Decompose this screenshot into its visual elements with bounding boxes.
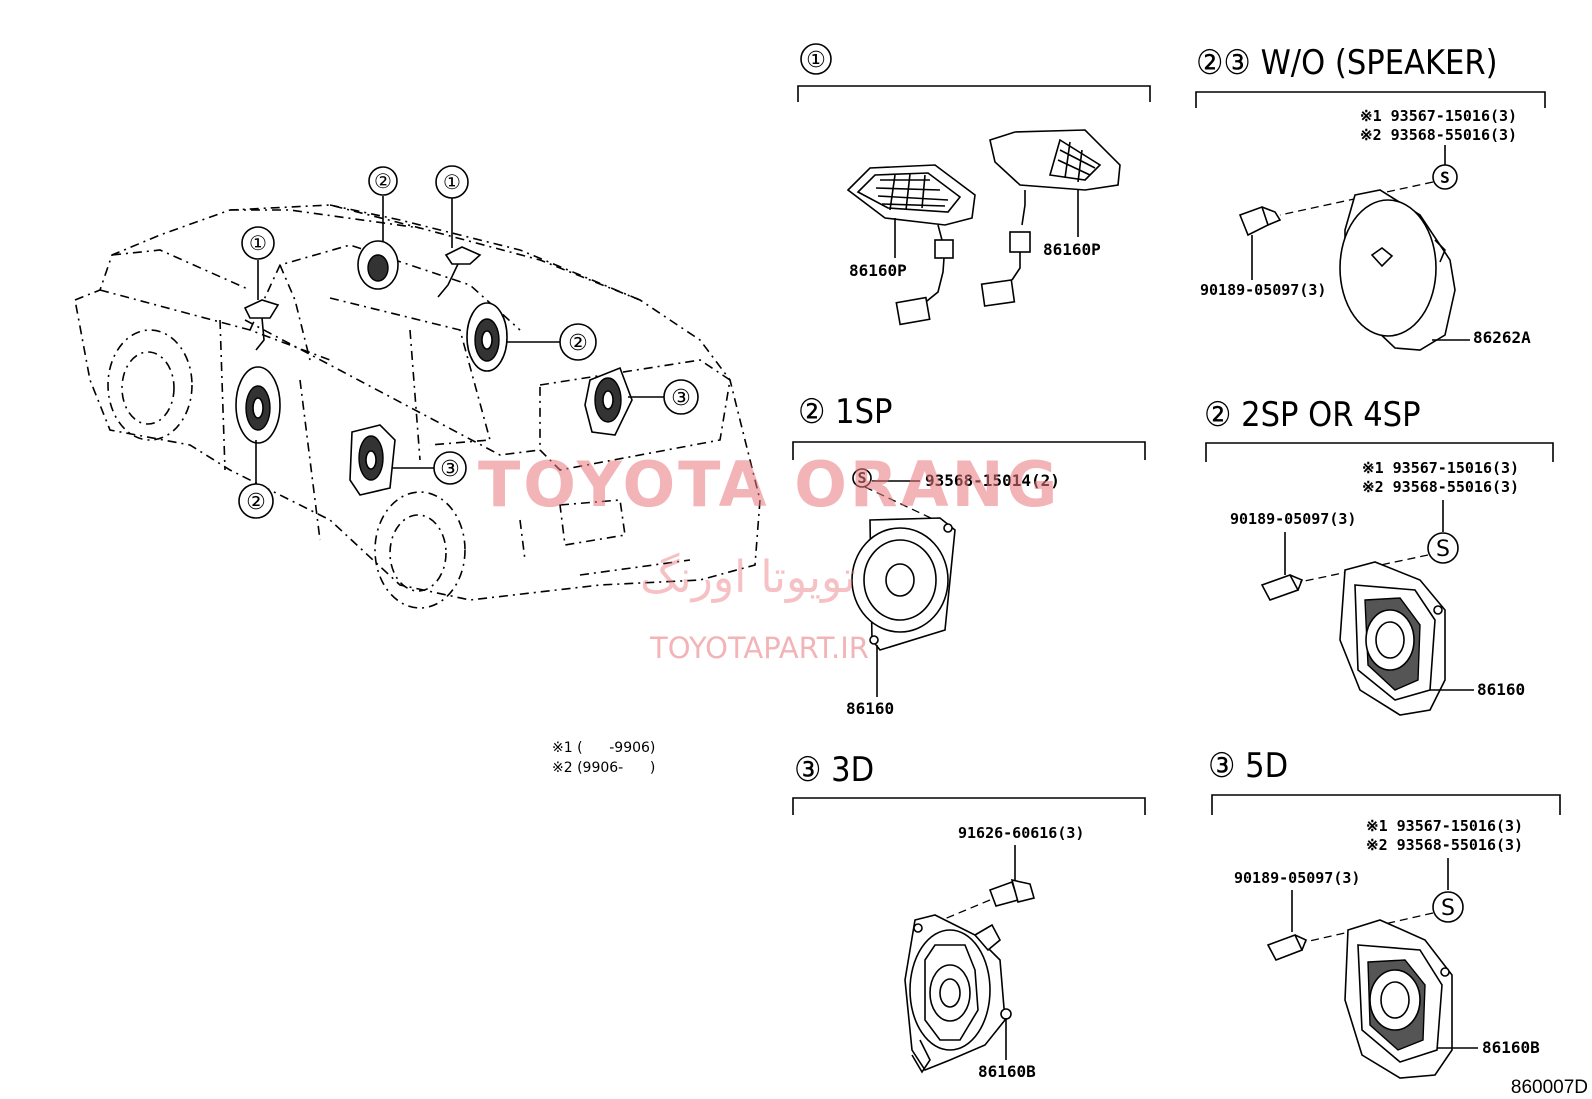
overview-speaker-rear-door xyxy=(349,424,396,496)
speaker-86160-1sp xyxy=(851,517,956,651)
part-86160-1sp: 86160 xyxy=(846,699,894,718)
section-a-note-2: ※2 93568-55016(3) xyxy=(1360,126,1517,144)
section-3-3d: ③ 3D 91626-60616(3) 86160B xyxy=(792,750,1146,1081)
section-3-5d: ③ 5D ※1 93567-15016(3) ※2 93568-55016(3)… xyxy=(1208,746,1561,1079)
section-1-title: ① xyxy=(806,48,826,73)
section-2-2sp-title: ② 2SP OR 4SP xyxy=(1204,395,1421,435)
clip-90189-c xyxy=(1260,574,1304,601)
part-93568-15014: 93568-15014(2) xyxy=(925,471,1060,490)
callout-3-quarter: ③ xyxy=(671,386,691,411)
bolt-91626 xyxy=(988,878,1035,907)
section-2-1sp: ② 1SP S 93568-15014(2) 86160 xyxy=(792,392,1146,718)
speaker-86160B-3d xyxy=(904,914,1012,1074)
part-86160-2sp: 86160 xyxy=(1477,680,1525,699)
vehicle-overview: ① ① ② ② ③ ③ ② xyxy=(74,165,761,609)
screw-symbol-a: S xyxy=(1440,168,1450,187)
overview-tweeter-b xyxy=(437,246,482,298)
note-2: ※2 (9906- ) xyxy=(552,760,655,776)
screw-symbol-c: S xyxy=(1436,537,1450,562)
overview-tweeter-a xyxy=(243,299,280,351)
callout-1-front: ① xyxy=(249,231,267,255)
watermark-persian: تویوتا اورنگ xyxy=(640,552,856,603)
section-2-3-title: ②③ W/O (SPEAKER) xyxy=(1196,43,1498,83)
part-90189-c: 90189-05097(3) xyxy=(1230,510,1356,528)
section-2-1sp-title: ② 1SP xyxy=(798,392,892,432)
watermark-url: TOYOTAPART.IR xyxy=(649,631,869,665)
part-91626-60616: 91626-60616(3) xyxy=(958,824,1084,842)
diagram-code: 860007D xyxy=(1511,1077,1588,1098)
tweeter-86160P-right xyxy=(980,129,1121,307)
note-1: ※1 ( -9906) xyxy=(552,740,655,756)
part-86160B-3d: 86160B xyxy=(978,1062,1036,1081)
part-86160B-5d: 86160B xyxy=(1482,1038,1540,1057)
watermark-brand: TOYOTA ORANG xyxy=(478,448,1060,521)
part-86160P-right: 86160P xyxy=(1043,240,1101,259)
clip-90189-a xyxy=(1238,205,1282,237)
screw-symbol-b: S xyxy=(857,469,866,487)
callout-2-door: ② xyxy=(246,490,266,515)
overview-speaker-roof xyxy=(357,240,399,290)
overview-speaker-rear-pillar xyxy=(466,302,508,372)
speaker-86262A xyxy=(1339,189,1456,351)
overview-speaker-front-door xyxy=(235,366,281,444)
speaker-86160B-5d xyxy=(1344,919,1453,1079)
overview-speaker-quarter xyxy=(584,366,633,436)
speaker-86160-2sp xyxy=(1339,561,1446,716)
section-c-note-2: ※2 93568-55016(3) xyxy=(1362,478,1519,496)
section-a-note-1: ※1 93567-15016(3) xyxy=(1360,107,1517,125)
section-3-5d-title: ③ 5D xyxy=(1208,746,1288,786)
callout-1-roof: ① xyxy=(443,170,461,194)
section-1: ① 86160P 86160P xyxy=(797,43,1151,326)
section-e-note-1: ※1 93567-15016(3) xyxy=(1366,817,1523,835)
section-c-note-1: ※1 93567-15016(3) xyxy=(1362,459,1519,477)
clip-90189-e xyxy=(1266,933,1308,962)
section-3-3d-title: ③ 3D xyxy=(794,750,874,790)
part-86160P-left: 86160P xyxy=(849,261,907,280)
section-2-2sp-4sp: ② 2SP OR 4SP ※1 93567-15016(3) ※2 93568-… xyxy=(1204,395,1554,716)
section-e-note-2: ※2 93568-55016(3) xyxy=(1366,836,1523,854)
section-2-3-wo-speaker: ②③ W/O (SPEAKER) ※1 93567-15016(3) ※2 93… xyxy=(1195,43,1546,351)
part-90189-a: 90189-05097(3) xyxy=(1200,281,1326,299)
callout-2-roof: ② xyxy=(374,169,392,193)
screw-symbol-e: S xyxy=(1441,896,1455,921)
part-86262A: 86262A xyxy=(1473,328,1531,347)
callout-3-door: ③ xyxy=(440,457,460,482)
callout-2-pillar: ② xyxy=(568,331,588,356)
watermark: TOYOTA ORANG تویوتا اورنگ TOYOTAPART.IR xyxy=(478,448,1060,665)
part-90189-e: 90189-05097(3) xyxy=(1234,869,1360,887)
tweeter-86160P-left xyxy=(846,164,976,326)
